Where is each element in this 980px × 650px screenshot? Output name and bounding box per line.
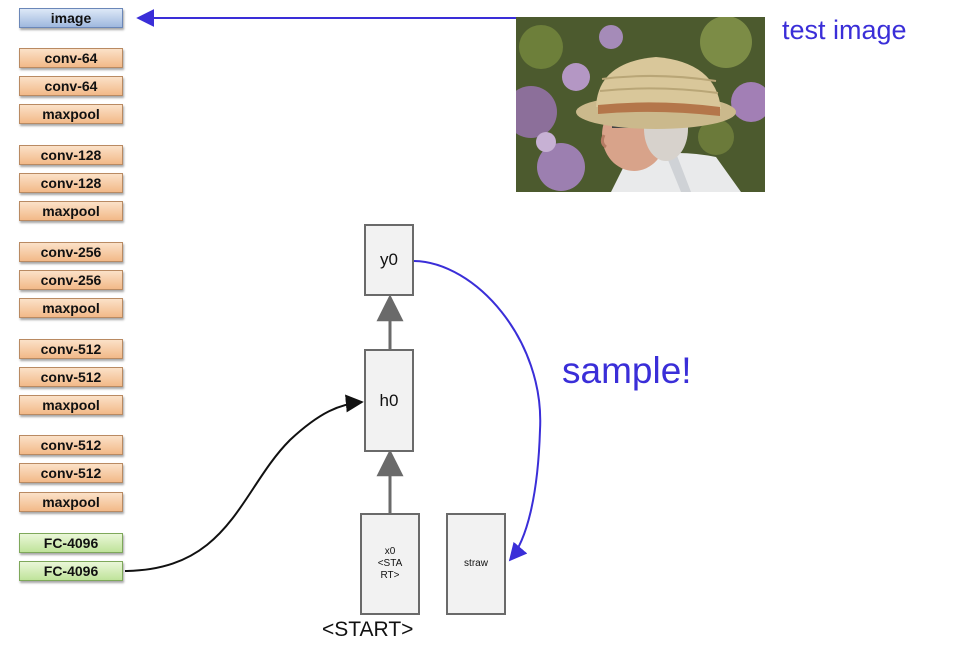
layer-conv: conv-64: [19, 48, 123, 68]
layer-conv: conv-256: [19, 242, 123, 262]
fc-to-h0-arrow: [124, 394, 364, 572]
sample-label: sample!: [562, 350, 692, 391]
layer-conv: conv-128: [19, 145, 123, 165]
sampled-word-node: straw: [446, 513, 506, 615]
hidden-node-h0: h0: [364, 349, 414, 452]
test-image-photo: [516, 17, 765, 192]
layer-fc: FC-4096: [19, 533, 123, 553]
layer-conv: conv-128: [19, 173, 123, 193]
layer-maxpool: maxpool: [19, 298, 123, 318]
y0-to-straw-sample-arrow: [413, 260, 542, 562]
layer-image: image: [19, 8, 123, 28]
layer-maxpool: maxpool: [19, 104, 123, 124]
layer-conv: conv-256: [19, 270, 123, 290]
straw-hat-man-illustration: [516, 17, 765, 192]
start-token-label: <START>: [322, 618, 414, 641]
layer-fc: FC-4096: [19, 561, 123, 581]
layer-maxpool: maxpool: [19, 492, 123, 512]
test-image-label: test image: [782, 15, 907, 45]
layer-conv: conv-512: [19, 339, 123, 359]
output-node-y0: y0: [364, 224, 414, 296]
layer-maxpool: maxpool: [19, 395, 123, 415]
layer-conv: conv-512: [19, 435, 123, 455]
input-node-x0: x0 <STA RT>: [360, 513, 420, 615]
layer-conv: conv-512: [19, 463, 123, 483]
layer-conv: conv-64: [19, 76, 123, 96]
layer-conv: conv-512: [19, 367, 123, 387]
layer-maxpool: maxpool: [19, 201, 123, 221]
